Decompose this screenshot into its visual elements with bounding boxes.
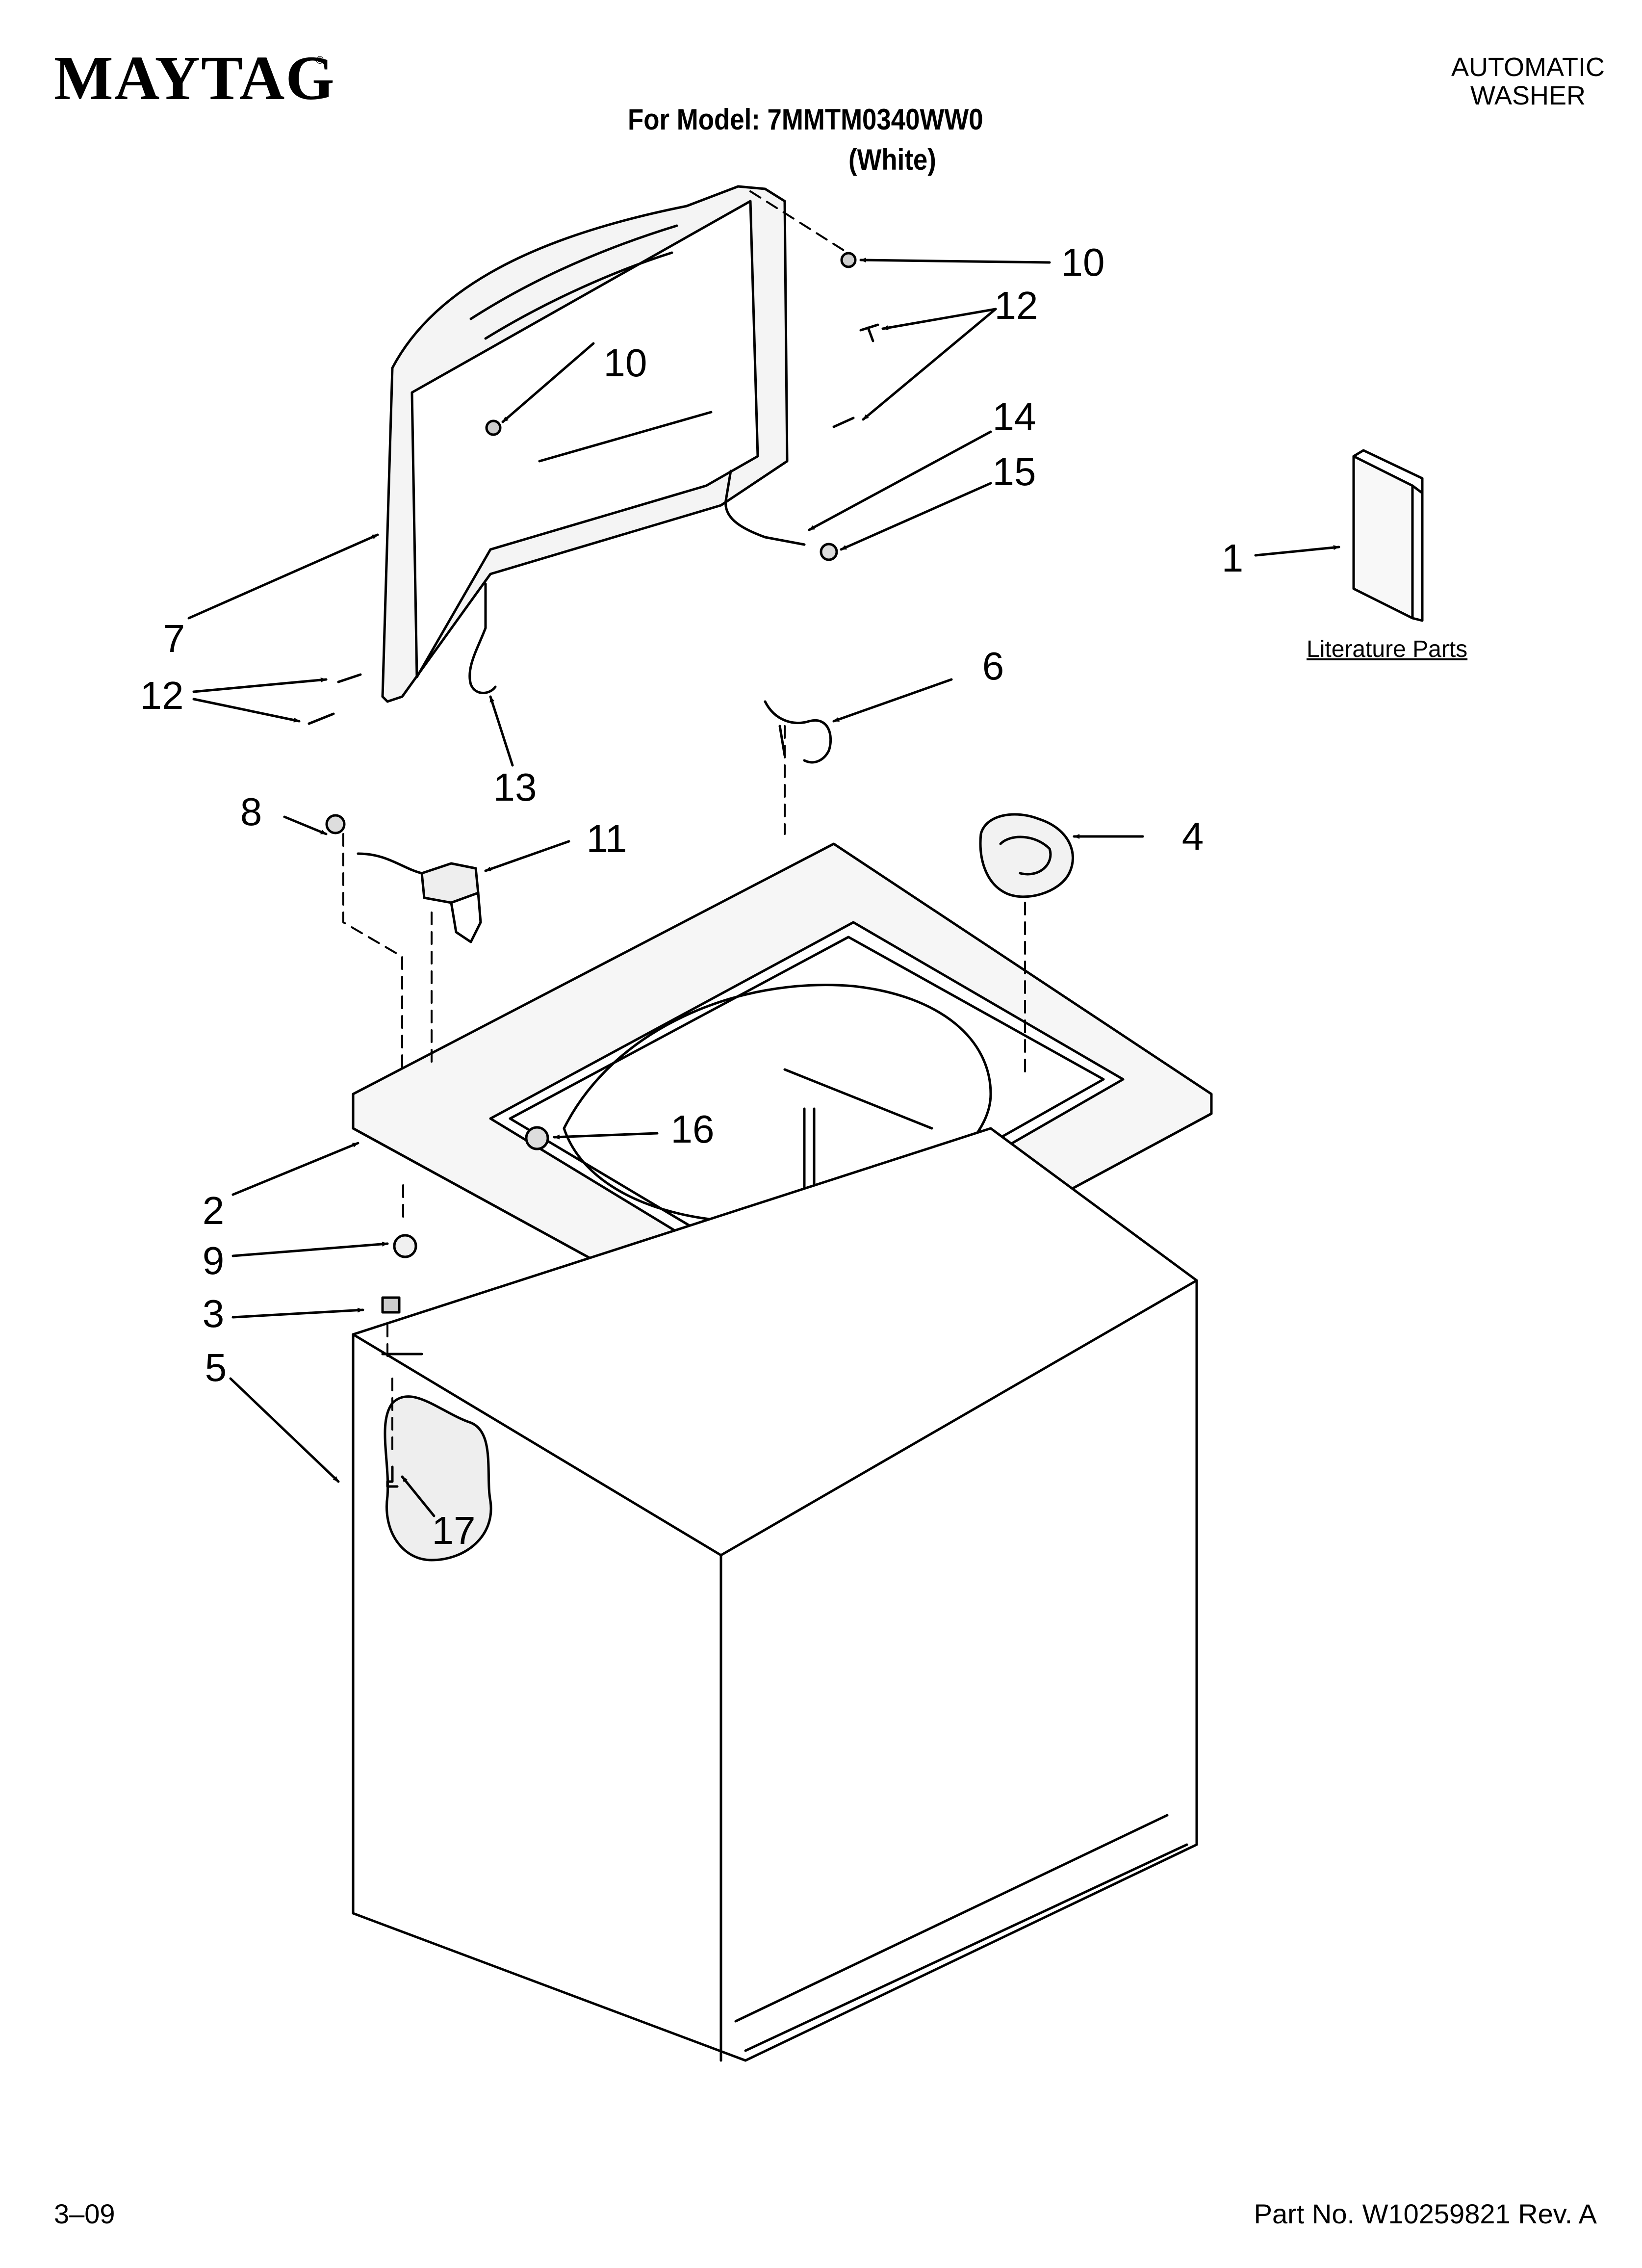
leader-10-left — [501, 342, 595, 423]
screw-8 — [325, 814, 346, 834]
leader-5 — [229, 1377, 340, 1483]
leader-3 — [231, 1307, 364, 1319]
leader-12-upper-a — [881, 308, 997, 331]
leader-15 — [840, 482, 992, 551]
revision-date: 3–09 — [54, 2198, 115, 2229]
callout-17: 17 — [432, 1509, 476, 1552]
callout-2: 2 — [202, 1189, 225, 1232]
bumper-10-left — [485, 419, 502, 436]
callout-15: 15 — [992, 450, 1036, 494]
leader-17 — [401, 1475, 436, 1517]
callout-8: 8 — [240, 790, 262, 834]
leader-14 — [808, 430, 992, 531]
cabinet — [352, 1127, 1198, 2062]
lid-hinge-rod-right — [724, 469, 806, 546]
screw-15 — [820, 543, 838, 561]
registered-mark: ® — [316, 54, 324, 66]
leader-9 — [231, 1241, 389, 1257]
dispenser-cup — [979, 813, 1074, 898]
leader-16 — [553, 1132, 659, 1140]
callout-16: 16 — [670, 1107, 715, 1151]
lid-hinge-rod-left — [468, 582, 497, 694]
callout-10-left: 10 — [603, 341, 647, 385]
leader-1 — [1254, 545, 1340, 557]
nut-9 — [393, 1234, 417, 1258]
leader-12-lower-a — [192, 678, 328, 693]
callout-10-right: 10 — [1061, 240, 1105, 284]
callout-11: 11 — [586, 817, 627, 860]
callout-12-upper: 12 — [994, 284, 1038, 327]
leader-8 — [283, 815, 328, 835]
lid-switch — [357, 852, 482, 943]
leader-10-right — [859, 258, 1051, 264]
lid-switch-clip — [764, 700, 832, 764]
clip-3 — [381, 1296, 401, 1314]
callout-14: 14 — [992, 395, 1036, 439]
screw-12-lower-left — [308, 712, 335, 725]
leader-7 — [187, 533, 379, 620]
callout-7: 7 — [163, 617, 185, 660]
callout-1: 1 — [1221, 536, 1244, 580]
cabinet-cutaway — [384, 1395, 492, 1562]
screw-12-upper-right — [859, 323, 879, 342]
leader-6 — [832, 678, 953, 723]
literature-parts-label: Literature Parts — [1307, 636, 1468, 662]
callout-12-lower: 12 — [140, 674, 184, 717]
lid-assembly — [381, 185, 789, 703]
callout-5: 5 — [205, 1346, 227, 1389]
model-number: For Model: 7MMTM0340WW0 — [628, 103, 983, 136]
leader-13 — [489, 695, 514, 767]
leader-2 — [231, 1142, 359, 1196]
leader-12-lower-b — [192, 698, 301, 723]
product-line-1: AUTOMATIC — [1451, 52, 1605, 82]
literature-booklet — [1352, 449, 1424, 622]
callout-6: 6 — [982, 644, 1004, 688]
brand-logo: MAYTAG — [54, 43, 335, 113]
model-color: (White) — [848, 143, 936, 176]
callout-9: 9 — [202, 1239, 225, 1282]
callout-3: 3 — [202, 1292, 225, 1335]
leader-11 — [484, 840, 570, 872]
callout-4: 4 — [1181, 814, 1204, 858]
product-type: AUTOMATIC WASHER — [1451, 53, 1605, 110]
part-number: Part No. W10259821 Rev. A — [1254, 2198, 1597, 2229]
bumper-10-right — [840, 252, 857, 268]
leader-12-upper-b — [862, 308, 997, 421]
product-line-2: WASHER — [1470, 81, 1586, 110]
screw-12-upper-left — [337, 673, 362, 683]
callout-13: 13 — [493, 765, 537, 809]
screw-12-lower-right — [832, 417, 855, 428]
